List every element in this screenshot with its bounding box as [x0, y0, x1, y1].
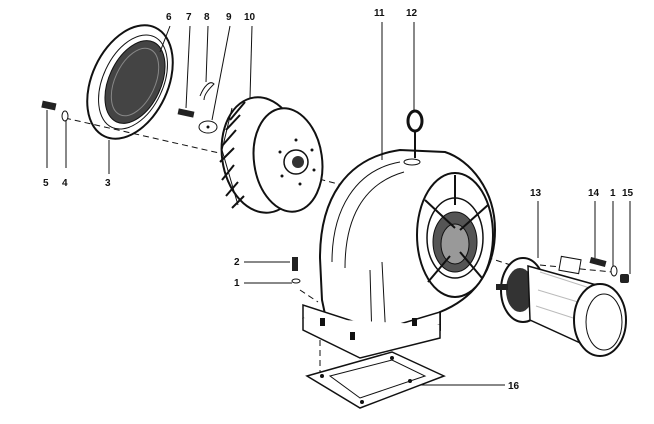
- washer-1: [291, 278, 301, 284]
- callout-10: 10: [244, 12, 256, 23]
- inlet-grille: [86, 24, 174, 140]
- motor: [496, 255, 627, 357]
- screw-14: [589, 257, 607, 267]
- callout-15: 15: [622, 188, 634, 199]
- callout-14: 14: [588, 188, 600, 199]
- callout-5: 5: [43, 178, 49, 189]
- screw-5: [41, 100, 57, 111]
- callout-13: 13: [530, 188, 542, 199]
- impeller-wheel: [219, 96, 324, 214]
- washer-14: [610, 265, 618, 277]
- callout-8: 8: [204, 12, 210, 23]
- callout-3: 3: [105, 178, 111, 189]
- fan-housing: [318, 148, 497, 341]
- callout-1: 1: [234, 278, 240, 289]
- axis-line-far-right: [539, 264, 613, 273]
- callout-2: 2: [234, 257, 240, 268]
- screw-7: [177, 108, 195, 118]
- axis-line-bolt: [299, 289, 319, 303]
- callout-7: 7: [186, 12, 192, 23]
- axis-line-left: [64, 117, 229, 156]
- gasket-plate: [305, 351, 446, 409]
- clip-8: [199, 82, 215, 101]
- nut-15: [620, 274, 629, 283]
- callout-11: 11: [374, 8, 385, 19]
- callout-4: 4: [62, 178, 68, 189]
- callout-6: 6: [166, 12, 172, 23]
- washer-4: [61, 110, 69, 122]
- callout-15-washer: 1: [610, 188, 616, 199]
- lifting-eye: [406, 109, 424, 158]
- callout-12: 12: [406, 8, 418, 19]
- callout-9: 9: [226, 12, 232, 23]
- housing-base: [302, 303, 441, 359]
- callout-16: 16: [508, 381, 520, 392]
- leader-lines: [46, 22, 631, 386]
- bolt-2: [292, 257, 298, 271]
